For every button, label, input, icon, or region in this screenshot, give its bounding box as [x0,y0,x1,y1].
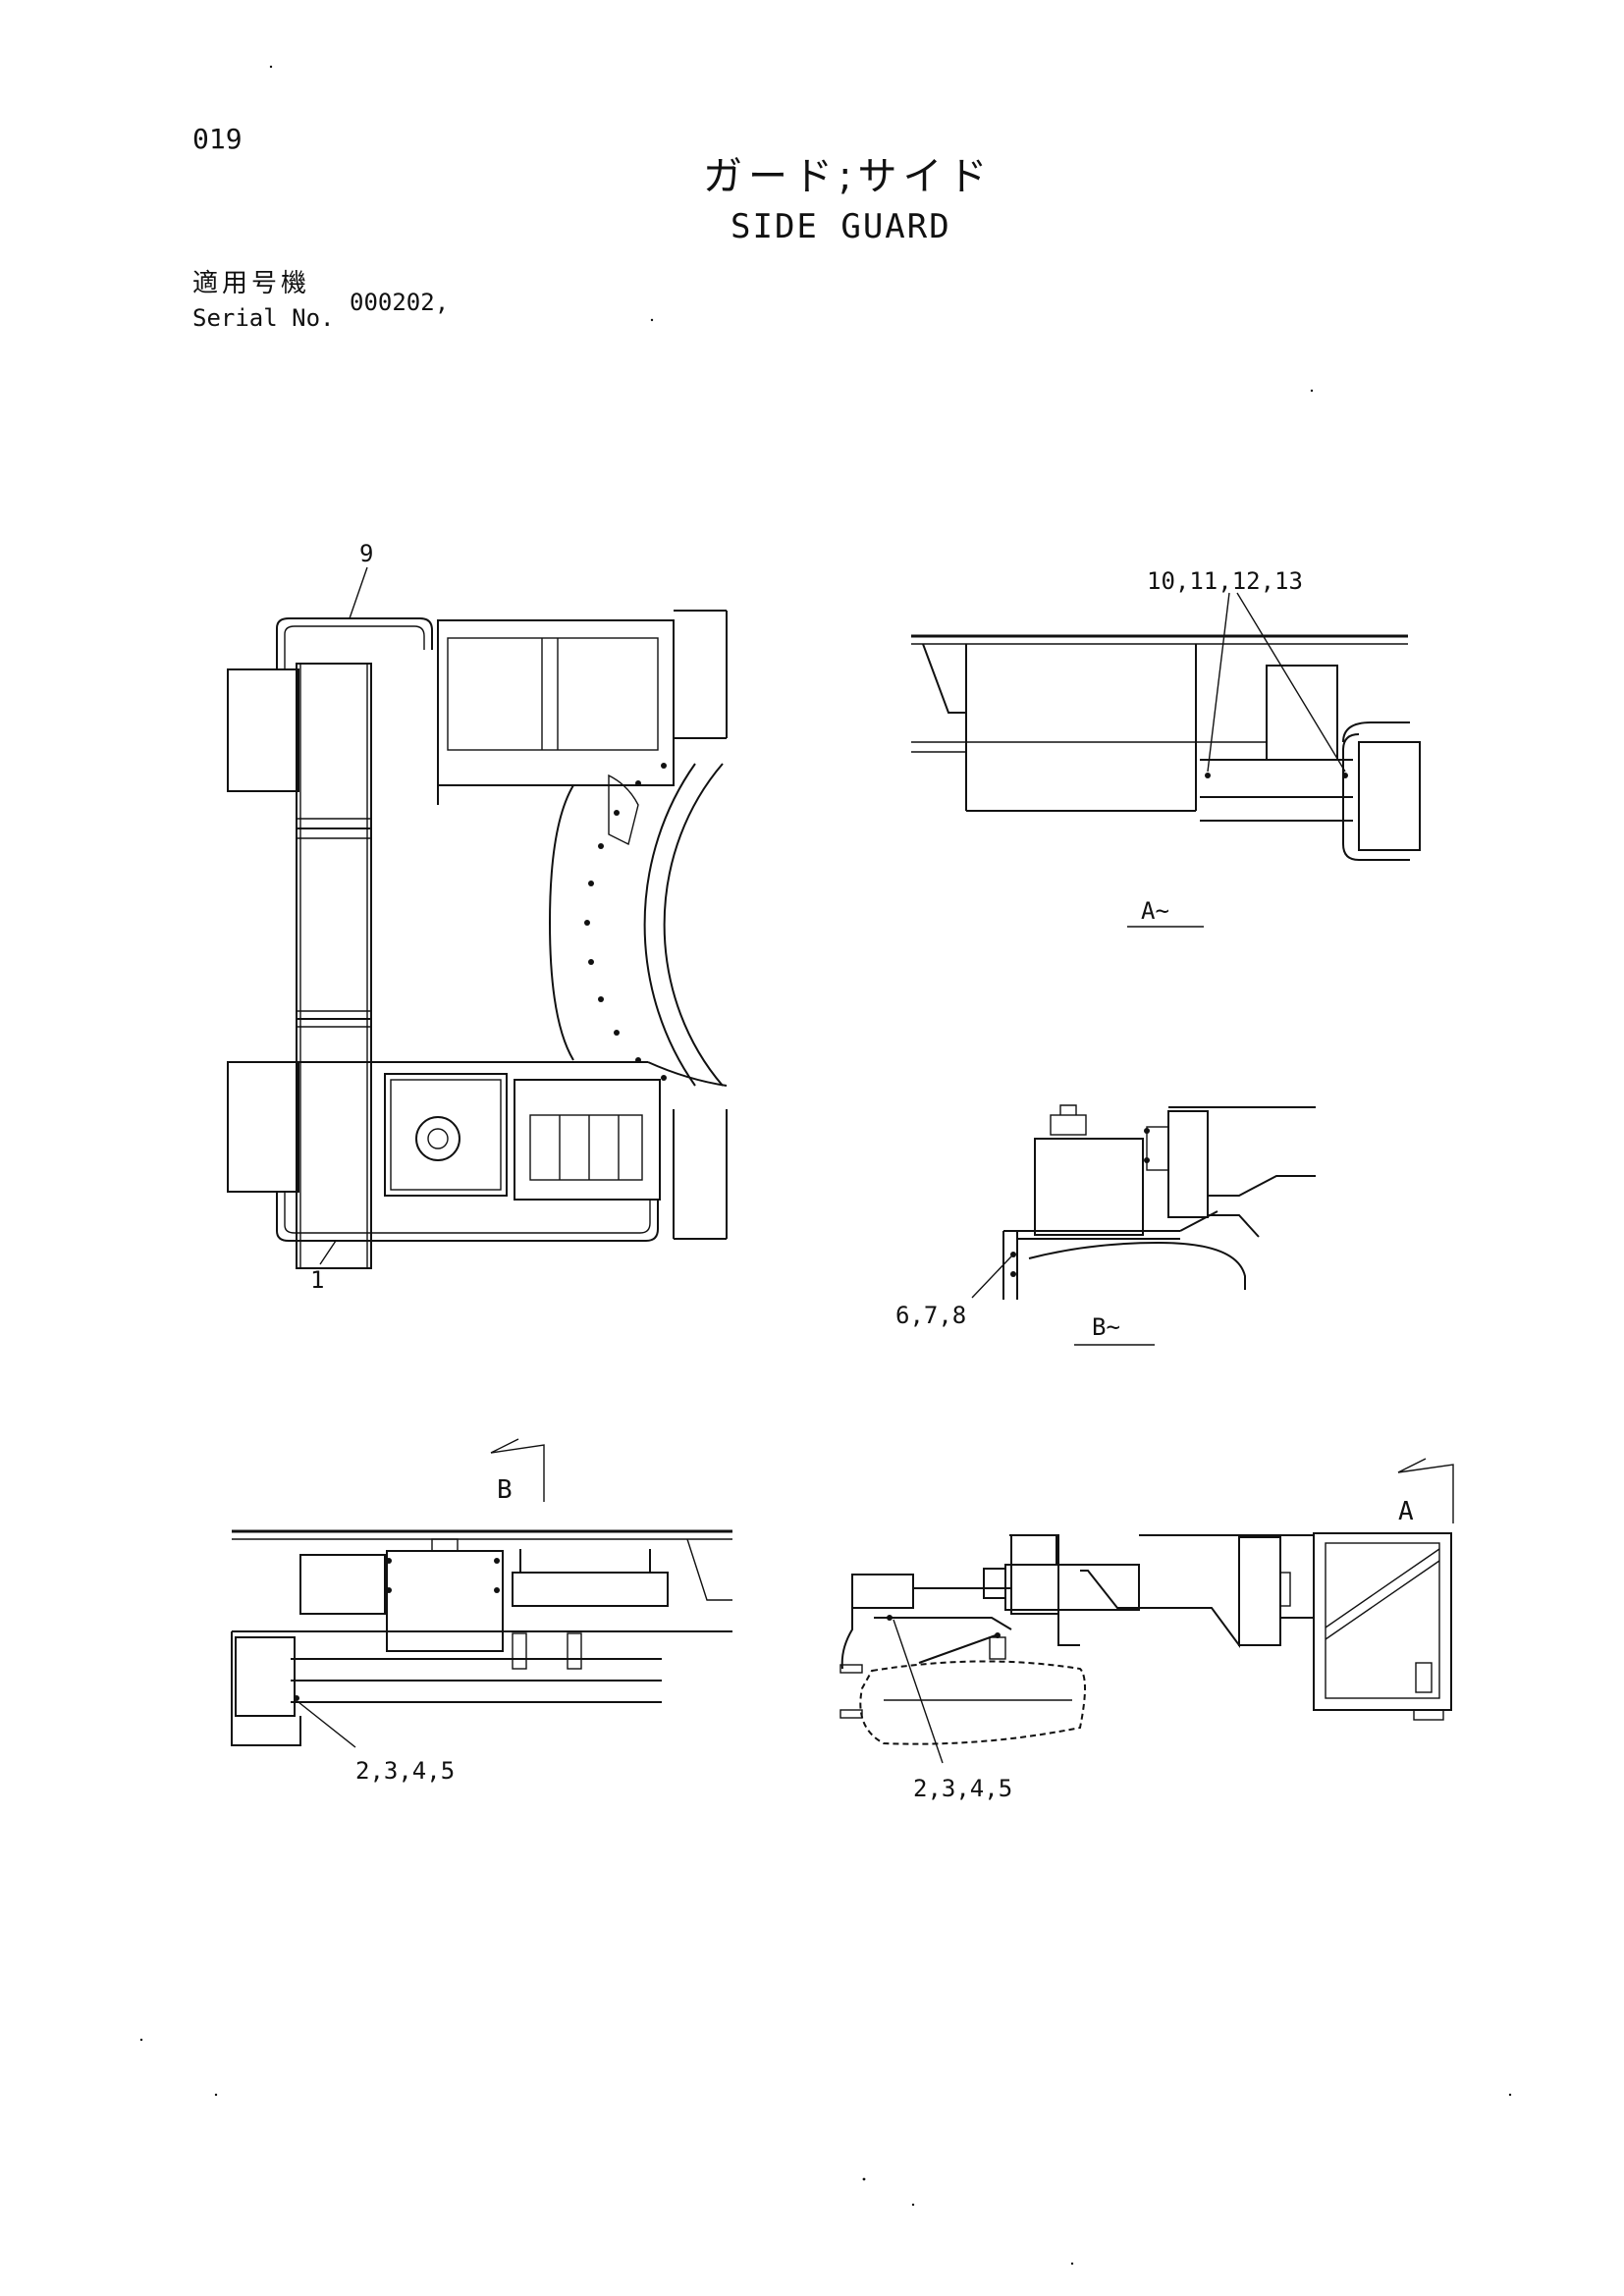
page-number: 019 [192,123,243,155]
label-view-a: A~ [1141,897,1169,925]
view-a: 10,11,12,13 A~ [911,567,1421,928]
section-marker-b: B [497,1475,513,1505]
title-japanese: ガード;サイド [703,154,994,199]
view-b: 6,7,8 B~ [895,1104,1316,1346]
serial-label-japanese: 適用号機 [192,269,311,298]
callout-items-2-5-right: 2,3,4,5 [913,1775,1012,1802]
callout-items-2-5-left: 2,3,4,5 [355,1757,455,1785]
plan-view: 9 1 [227,540,728,1294]
callout-item-9: 9 [359,540,373,567]
side-view-right: A 2,3,4,5 [839,1458,1454,1802]
title-english: SIDE GUARD [731,207,951,246]
callout-item-1: 1 [310,1266,324,1294]
callout-items-6-8: 6,7,8 [895,1302,966,1329]
scan-specks [139,65,1512,2266]
label-view-b: B~ [1092,1313,1120,1341]
side-view-left: B 2,3,4,5 [231,1438,732,1785]
section-marker-a: A [1398,1497,1414,1526]
callout-items-10-13: 10,11,12,13 [1147,567,1303,595]
serial-label-english: Serial No. [192,304,335,332]
serial-value: 000202, [350,289,450,316]
